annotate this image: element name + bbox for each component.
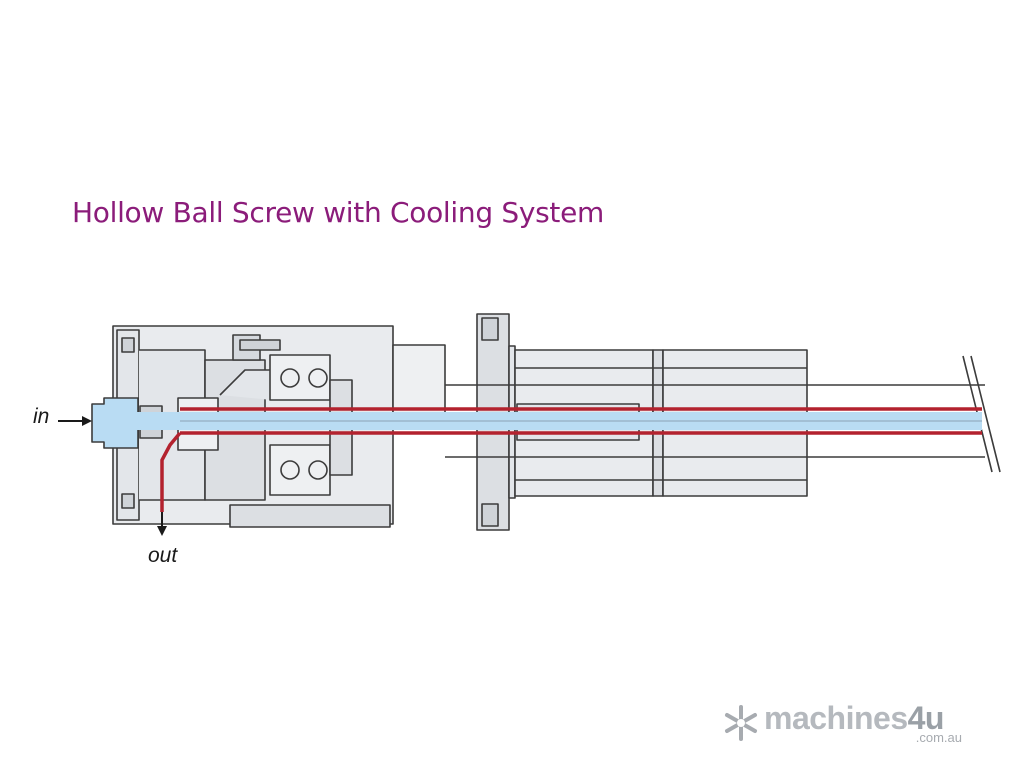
- out-arrow: [157, 512, 167, 536]
- watermark-brand: machines4u: [764, 700, 944, 736]
- coolant-channel: [110, 407, 982, 512]
- outlet-label: out: [148, 544, 178, 567]
- watermark-domain: .com.au: [915, 730, 962, 745]
- diagram-title: Hollow Ball Screw with Cooling System: [72, 196, 605, 229]
- snowflake-icon: [725, 705, 757, 741]
- watermark-brand-main: machines: [764, 700, 908, 736]
- screw-shaft: [445, 355, 1001, 473]
- inlet-label: in: [33, 405, 50, 428]
- watermark: machines4u .com.au: [722, 700, 992, 746]
- watermark-brand-suffix: 4u: [907, 700, 945, 736]
- in-arrow: [58, 416, 92, 426]
